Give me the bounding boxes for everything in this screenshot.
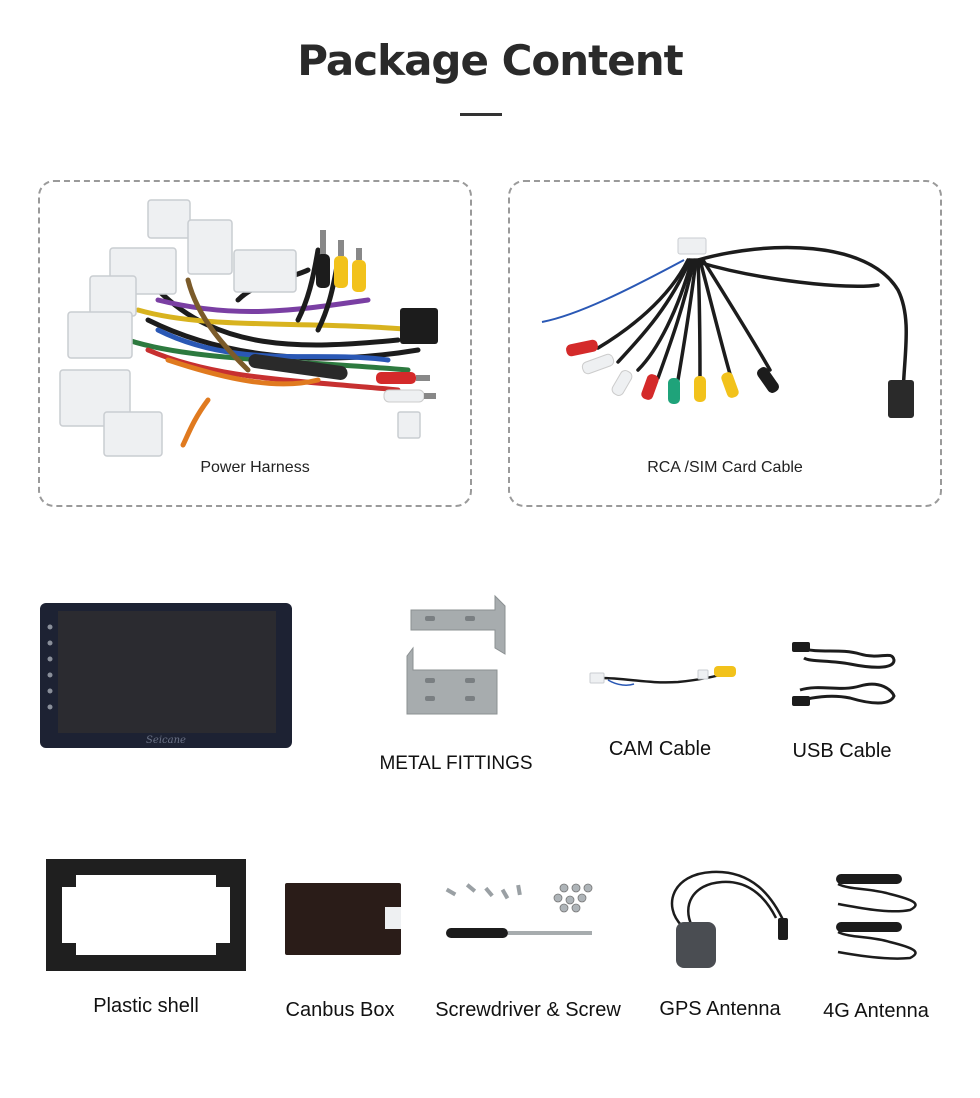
screwdriver-screw-label: Screwdriver & Screw (435, 999, 621, 1021)
gps-antenna-label: GPS Antenna (659, 998, 781, 1020)
cam-cable-label: CAM Cable (608, 738, 712, 760)
head-unit-brand: Seicane (146, 735, 186, 746)
canbus-box-image (285, 883, 401, 955)
canbus-box-label: Canbus Box (285, 999, 395, 1021)
power-harness-card (38, 180, 472, 507)
metal-fittings-image (406, 594, 506, 715)
usb-cable-image (792, 642, 896, 706)
rca-sim-cable-label: RCA /SIM Card Cable (647, 459, 803, 476)
page-title: Package Content (297, 36, 683, 85)
metal-fittings-label: METAL FITTINGS (379, 753, 533, 774)
title-underline (460, 113, 502, 116)
4g-antenna-image (836, 874, 917, 960)
plastic-shell-image (46, 859, 246, 971)
head-unit-image: Seicane (40, 603, 292, 748)
usb-cable-label: USB Cable (792, 740, 892, 762)
power-harness-image (59, 199, 438, 457)
rca-sim-cable-card (508, 180, 942, 507)
gps-antenna-image (670, 870, 788, 968)
power-harness-label: Power Harness (200, 459, 310, 476)
screwdriver-screw-image (445, 883, 593, 938)
rca-sim-cable-image (541, 237, 914, 418)
cam-cable-image (589, 666, 736, 686)
plastic-shell-label: Plastic shell (93, 995, 199, 1017)
4g-antenna-label: 4G Antenna (823, 1000, 929, 1022)
